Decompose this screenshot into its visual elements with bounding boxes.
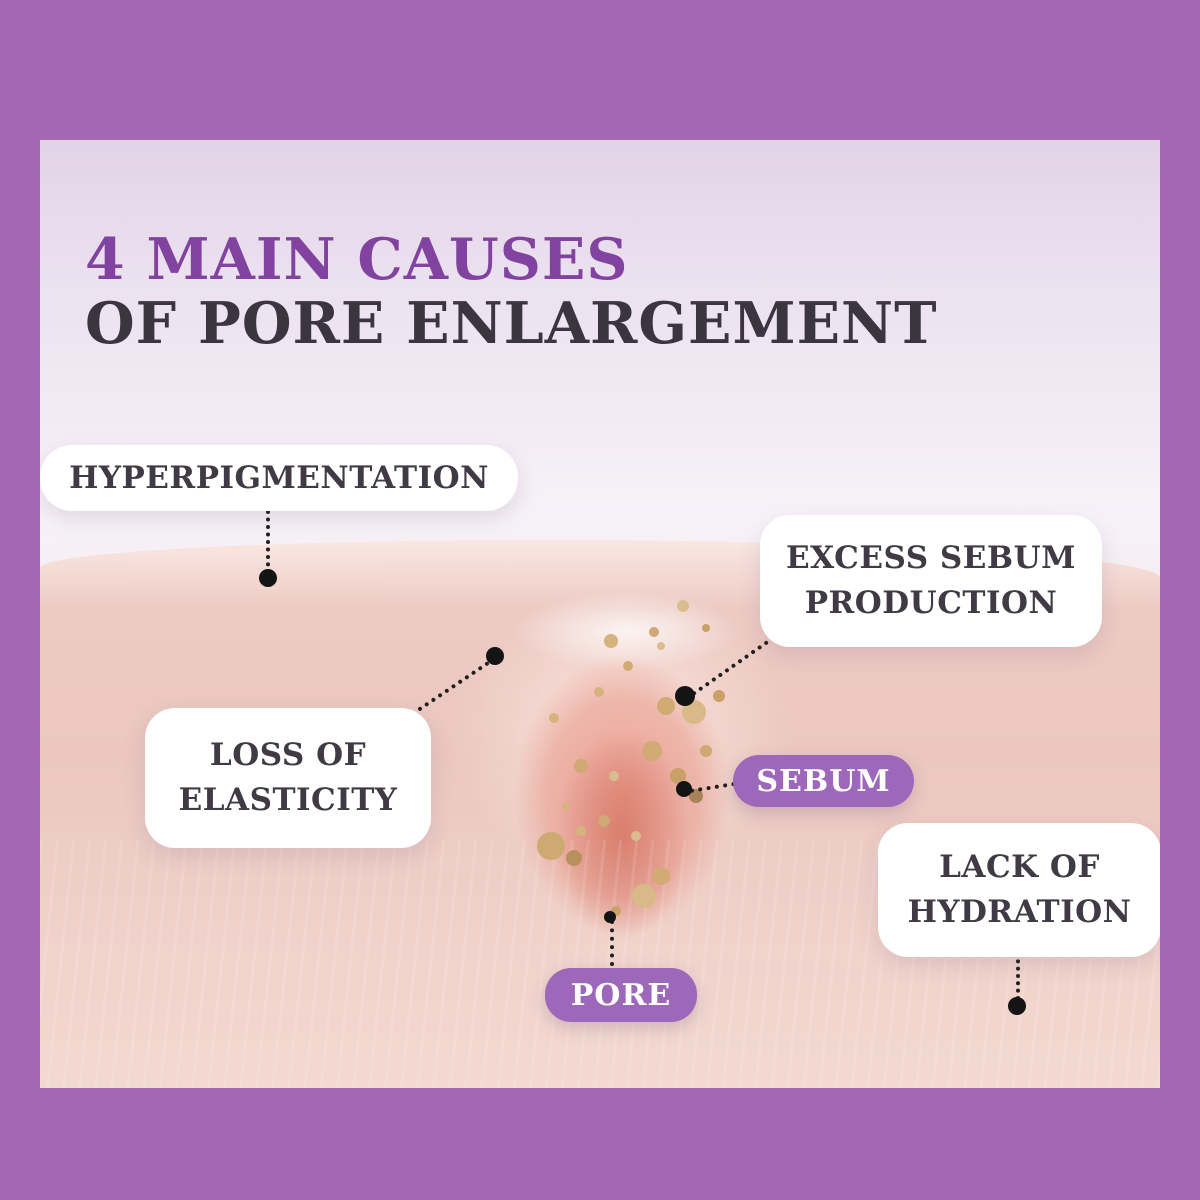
lack-of-hydration-connector-dot — [1008, 997, 1026, 1015]
title-line-dark: OF PORE ENLARGEMENT — [85, 289, 938, 357]
callout-lack-of-hydration-line2: HYDRATION — [907, 894, 1132, 930]
callout-hyperpigmentation-label: HYPERPIGMENTATION — [69, 459, 489, 496]
callout-pore: PORE — [545, 968, 697, 1022]
sebum-connector-dot — [676, 781, 692, 797]
excess-sebum-connector-dot — [675, 686, 695, 706]
sebum-particles — [40, 140, 52, 152]
pore-connector-line — [610, 920, 614, 966]
pore-rim-highlight — [512, 592, 742, 670]
callout-lack-of-hydration-line1: LACK OF — [939, 849, 1100, 886]
lack-of-hydration-connector-line — [1016, 952, 1020, 1000]
callout-sebum: SEBUM — [733, 755, 914, 807]
callout-hyperpigmentation: HYPERPIGMENTATION — [40, 445, 518, 511]
callout-excess-sebum-line1: EXCESS SEBUM — [786, 540, 1076, 577]
callout-sebum-label: SEBUM — [756, 763, 891, 799]
loss-of-elasticity-connector-dot — [486, 647, 504, 665]
callout-loss-of-elasticity-line1: LOSS OF — [209, 737, 367, 774]
callout-loss-of-elasticity-line2: ELASTICITY — [178, 782, 398, 818]
callout-excess-sebum-production: EXCESS SEBUM PRODUCTION — [760, 515, 1102, 647]
pore-connector-dot — [604, 911, 616, 923]
illustration-canvas: 4 MAIN CAUSES OF PORE ENLARGEMENT HYPERP… — [40, 140, 1160, 1088]
callout-pore-label: PORE — [570, 977, 672, 1013]
hyperpigmentation-connector-dot — [259, 569, 277, 587]
page-title: 4 MAIN CAUSES OF PORE ENLARGEMENT — [85, 228, 938, 356]
callout-lack-of-hydration: LACK OF HYDRATION — [878, 823, 1160, 957]
callout-excess-sebum-line2: PRODUCTION — [804, 585, 1058, 621]
title-line-accent: 4 MAIN CAUSES — [85, 226, 629, 293]
hyperpigmentation-connector-line — [266, 510, 270, 574]
callout-loss-of-elasticity: LOSS OF ELASTICITY — [145, 708, 431, 848]
